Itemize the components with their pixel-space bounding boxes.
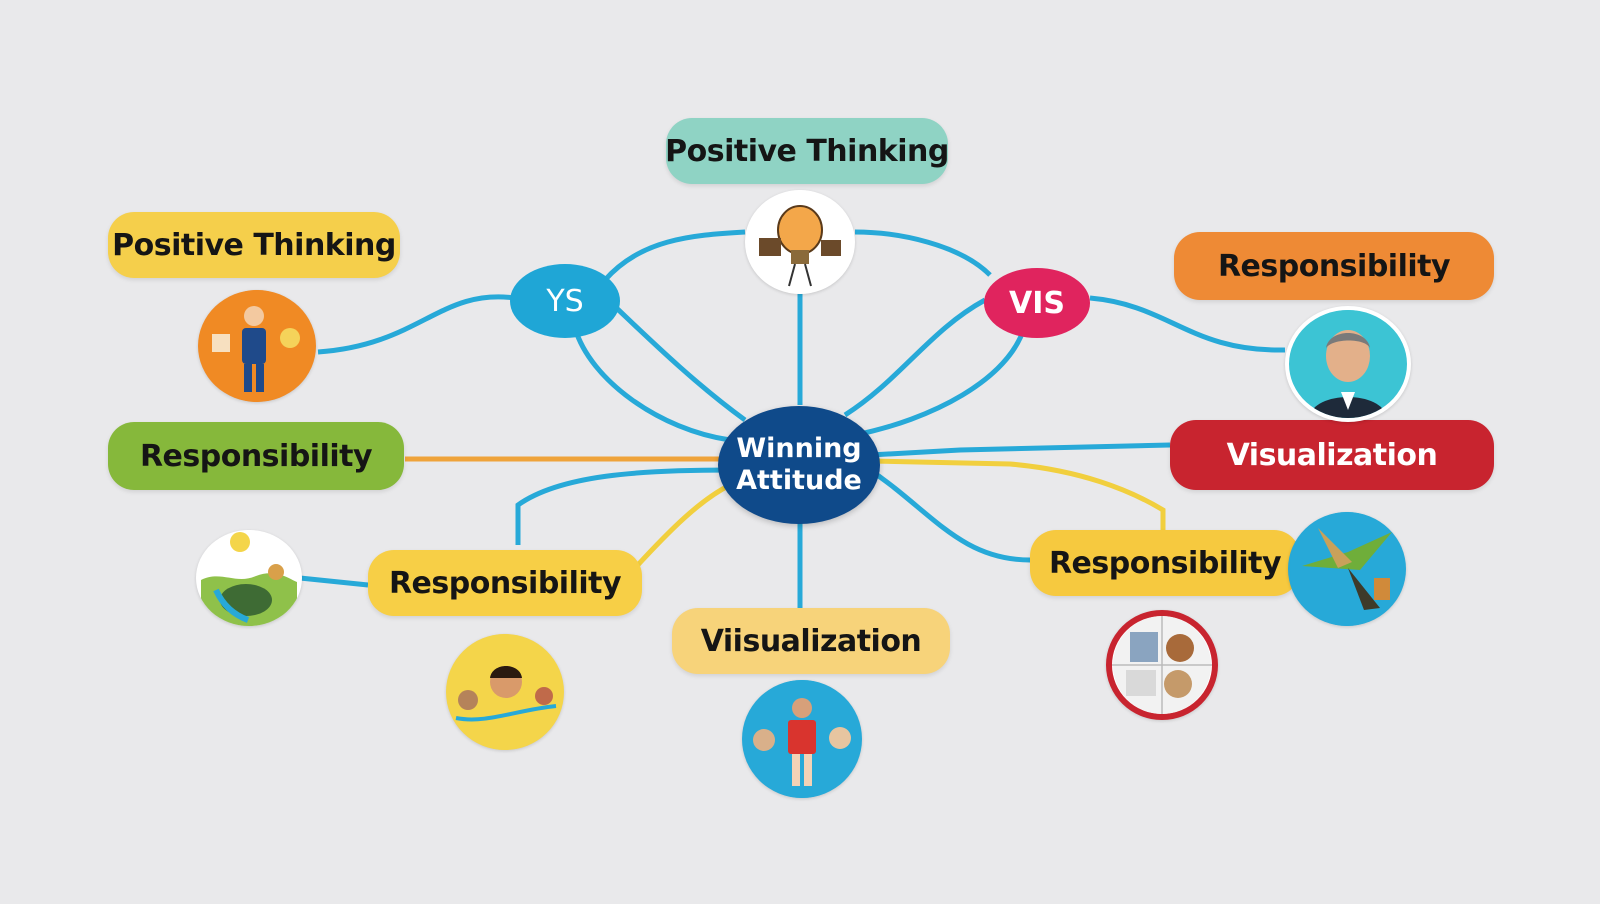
landscape-icon [196,530,302,626]
label-left-top-text: Positive Thinking [112,227,396,263]
link-ys-bulb [603,229,746,282]
label-right-mid: Visualization [1170,420,1494,490]
label-top: Positive Thinking [665,118,949,184]
center-line-2: Attitude [736,465,862,496]
link-center-right-mid [869,442,1171,458]
label-right-mid-text: Visualization [1226,437,1438,473]
label-left-bottom: Responsibility [368,550,642,616]
runner-icon [742,680,862,798]
hub-vis-label: VIS [1009,285,1065,321]
link-vis-right [1089,295,1286,353]
collage-icon [1106,610,1218,720]
lightbulb-icon [745,190,855,294]
label-right-bottom-text: Responsibility [1048,545,1282,581]
label-right-bottom: Responsibility [1030,530,1300,596]
person-icon [198,290,316,402]
label-bottom: Viisualization [672,608,950,674]
label-left-top: Positive Thinking [108,212,400,278]
portrait-icon [1285,306,1411,422]
link-center-ys-2 [572,327,731,443]
link-landscape [299,575,369,588]
link-center-ys-1 [606,298,747,423]
center-line-1: Winning [736,432,862,464]
link-center-vis-1 [843,297,987,418]
hub-ys-label: YS [546,283,584,319]
label-left-mid: Responsibility [108,422,404,490]
bird-icon [1288,512,1406,626]
hub-ys: YS [510,264,620,338]
label-left-mid-text: Responsibility [139,438,373,474]
link-ys-left [317,294,516,355]
link-center-left-bottom-yellow [633,482,732,570]
hub-vis: VIS [984,268,1090,338]
link-center-left-bottom [515,467,731,545]
link-center-right-bottom [868,467,1031,563]
label-right-top: Responsibility [1174,232,1494,300]
link-center-vis-2 [854,324,1028,438]
label-left-bottom-text: Responsibility [388,565,622,601]
faces-icon [446,634,564,750]
link-bulb-vis [854,229,992,277]
label-top-text: Positive Thinking [665,133,949,169]
label-bottom-text: Viisualization [700,623,922,659]
label-right-top-text: Responsibility [1217,248,1451,284]
link-center-right-orange [869,458,1166,535]
center-node: Winning Attitude [718,406,880,524]
